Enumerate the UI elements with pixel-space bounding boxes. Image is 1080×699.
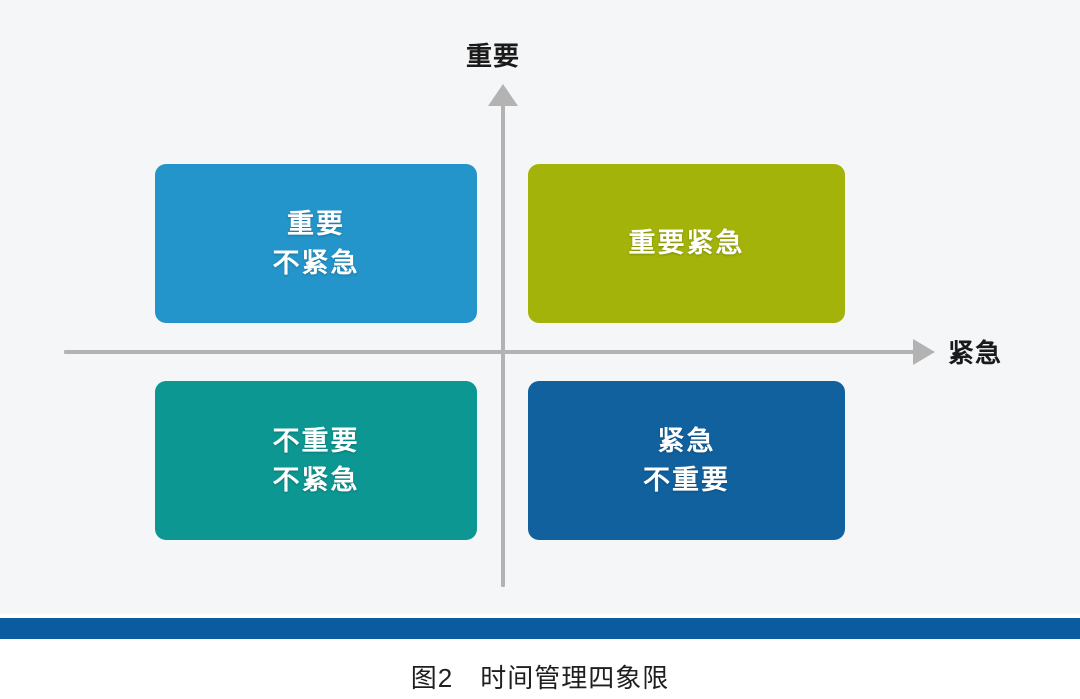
quadrant-label-line: 不紧急 xyxy=(272,464,360,495)
quadrant-label-group: 重要 不紧急 xyxy=(273,205,360,282)
quadrant-label-group: 不重要 不紧急 xyxy=(273,422,360,499)
quadrant-important-urgent[interactable]: 重要紧急 xyxy=(528,164,854,323)
quadrant-label-group: 重要紧急 xyxy=(629,224,745,262)
vertical-axis-line xyxy=(501,100,505,587)
quadrant-not-important-not-urgent[interactable]: 不重要 不紧急 xyxy=(155,381,486,540)
quadrant-label-line: 不重要 xyxy=(272,426,360,457)
vertical-axis-label: 重要 xyxy=(466,41,521,71)
vertical-axis-arrow-icon xyxy=(488,84,518,106)
quadrant-important-not-urgent[interactable]: 重要 不紧急 xyxy=(155,164,486,323)
quadrant-label-group: 紧急 不重要 xyxy=(643,422,730,499)
quadrant-urgent-not-important[interactable]: 紧急 不重要 xyxy=(528,381,854,540)
footer-divider-bar xyxy=(0,618,1080,639)
diagram-canvas: 重要 紧急 重要 不紧急 重要紧急 不重要 不紧急 紧急 不重要 xyxy=(64,41,1003,587)
horizontal-axis-label: 紧急 xyxy=(948,338,1003,368)
figure-caption: 图2 时间管理四象限 xyxy=(410,663,670,693)
horizontal-axis-arrow-icon xyxy=(913,339,935,365)
quadrant-label-line: 重要 xyxy=(287,209,345,240)
horizontal-axis-line xyxy=(64,350,917,354)
quadrant-label-line: 不重要 xyxy=(643,464,730,495)
quadrant-label-line: 紧急 xyxy=(657,426,716,457)
quadrant-label-line: 不紧急 xyxy=(272,247,360,278)
quadrant-label-line: 重要紧急 xyxy=(628,228,745,259)
